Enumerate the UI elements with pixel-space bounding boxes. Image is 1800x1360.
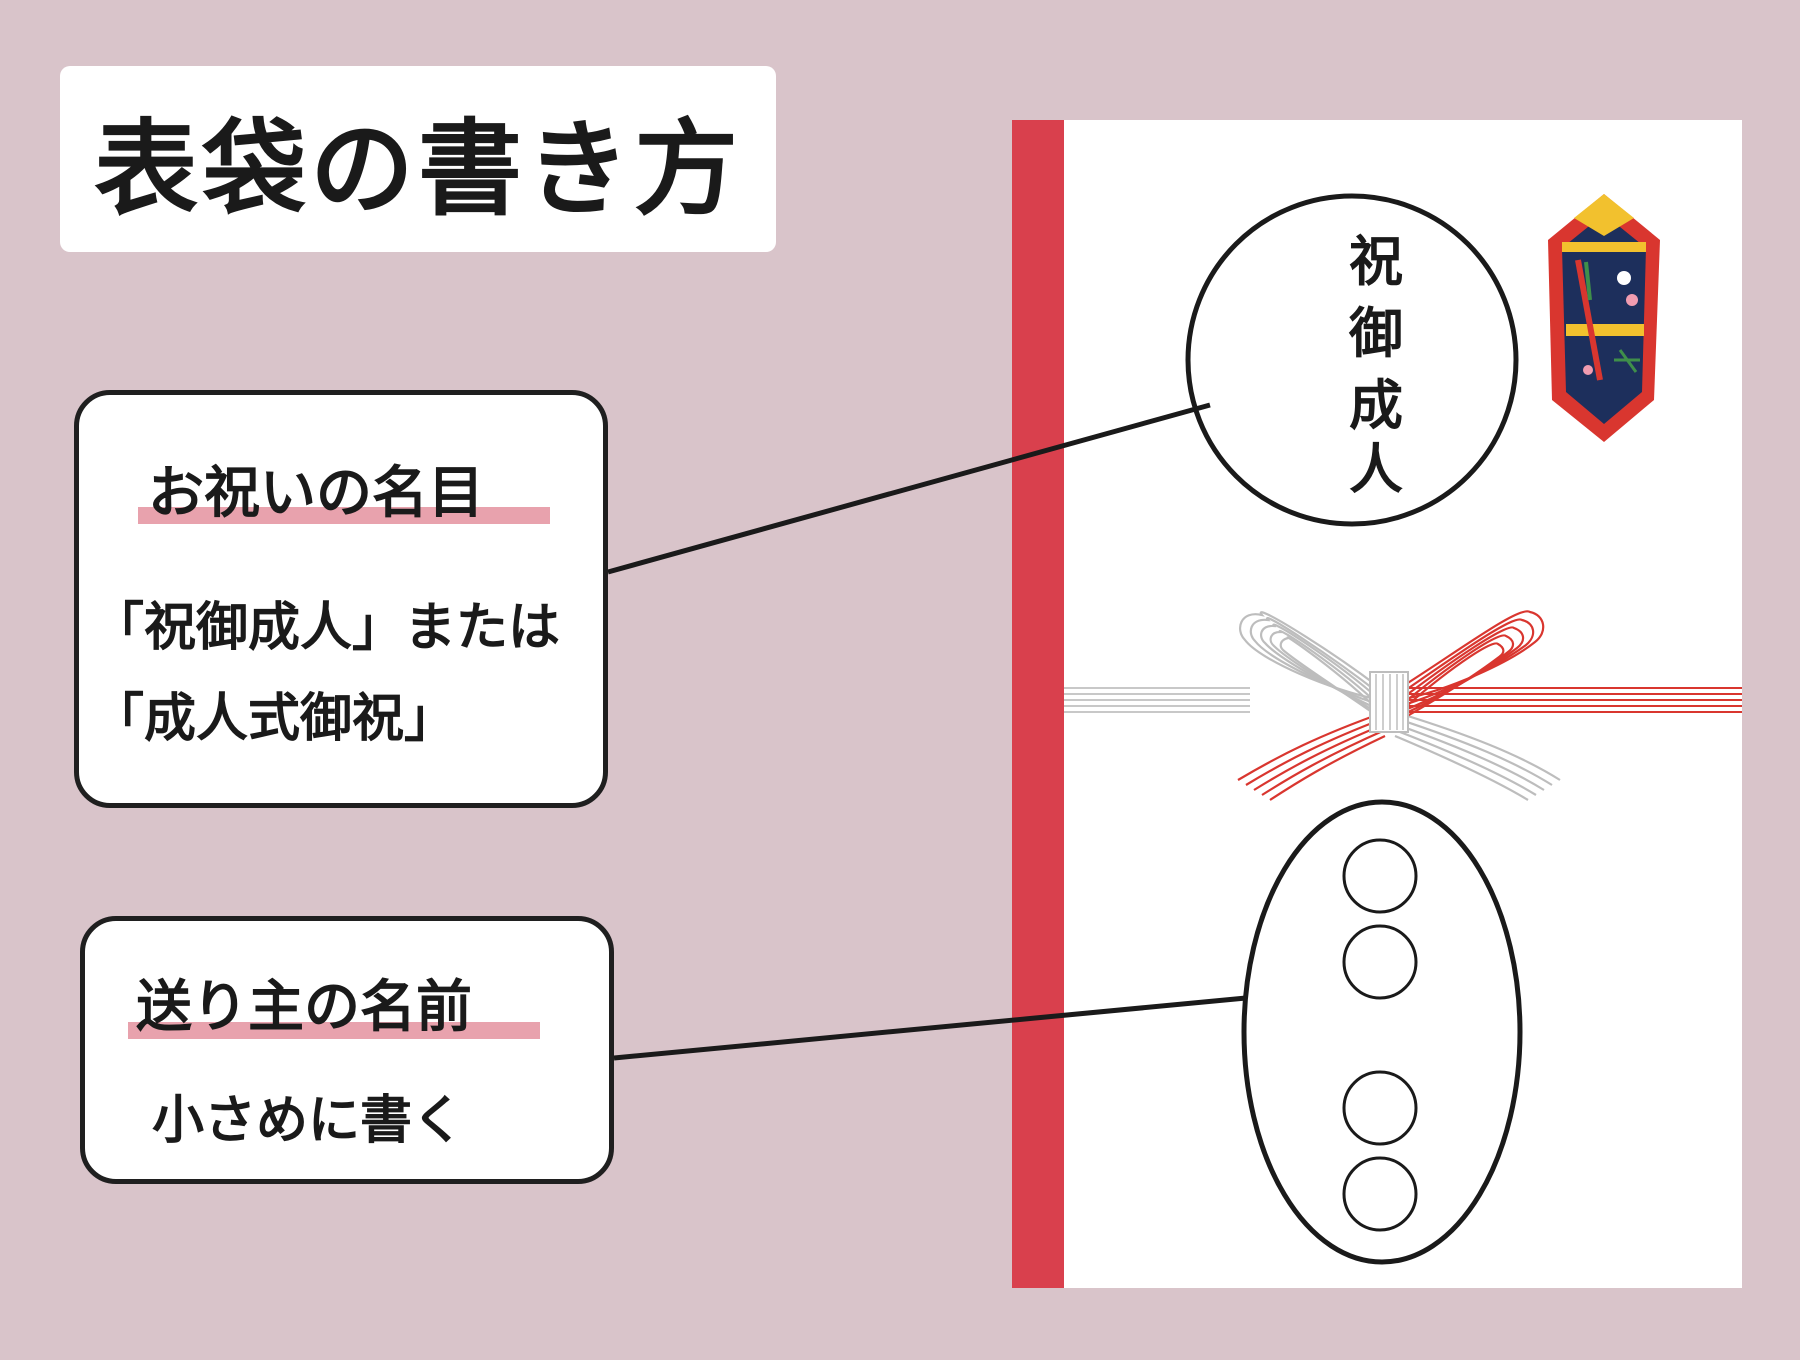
title-box: 表袋の書き方 — [60, 66, 776, 252]
purpose-char: 人 — [1349, 440, 1403, 500]
name-placeholder-circles — [1342, 838, 1418, 1232]
heading-underline — [138, 507, 550, 524]
callout-heading: お祝いの名目 — [148, 461, 484, 526]
callout-line: 「成人式御祝」 — [92, 689, 457, 749]
name-placeholder — [1342, 838, 1418, 914]
name-placeholder — [1342, 924, 1418, 1000]
heading-underline — [128, 1022, 540, 1039]
name-placeholder — [1342, 1070, 1418, 1146]
mizuhiki-cords-left — [1064, 687, 1250, 713]
purpose-char: 祝 — [1349, 232, 1403, 292]
page-title: 表袋の書き方 — [93, 107, 742, 230]
mizuhiki-red-bow — [1237, 610, 1545, 801]
noshi-ornament-icon — [1548, 194, 1660, 442]
callout-purpose — [74, 390, 608, 808]
leader-line-purpose — [607, 402, 1211, 575]
callout-line: 小さめに書く — [152, 1091, 465, 1151]
red-band — [1012, 120, 1064, 1288]
purpose-circle — [1185, 193, 1519, 527]
purpose-char: 御 — [1348, 304, 1403, 364]
callout-sender — [80, 916, 614, 1184]
mizuhiki-cords-right — [1400, 687, 1742, 713]
callout-line: 「祝御成人」または — [92, 598, 561, 658]
name-placeholder — [1342, 1156, 1418, 1232]
purpose-char: 成 — [1349, 376, 1403, 436]
name-oval — [1241, 799, 1523, 1265]
callout-heading: 送り主の名前 — [136, 975, 472, 1040]
mizuhiki-white-bow — [1239, 611, 1561, 801]
leader-line-name — [613, 995, 1247, 1061]
